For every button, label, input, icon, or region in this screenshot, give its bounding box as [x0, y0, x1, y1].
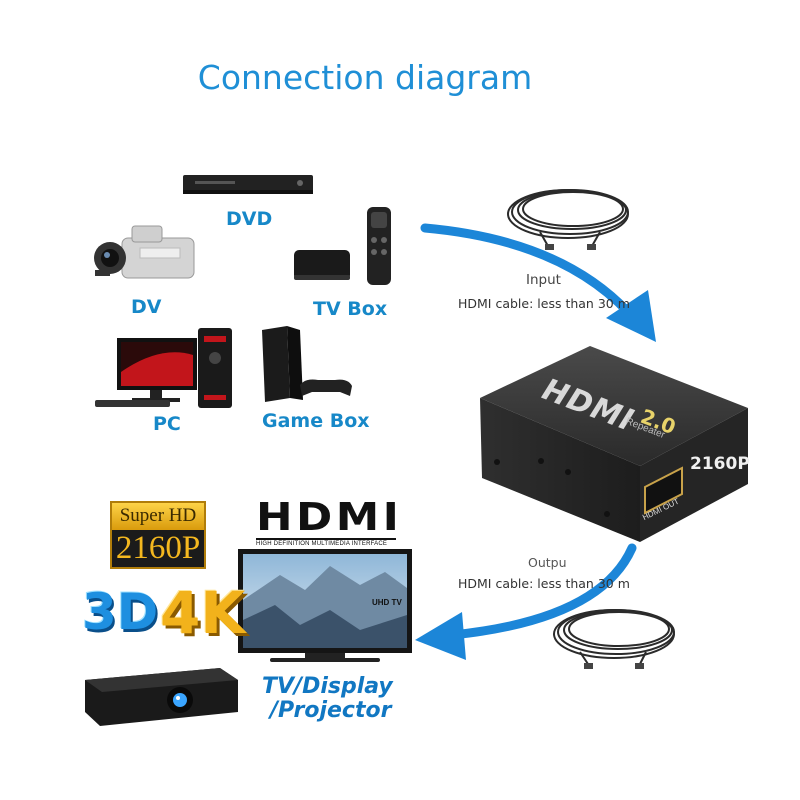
hdmi-logo-word: HDMI: [256, 495, 403, 539]
input-cable-note: HDMI cable: less than 30 m: [458, 296, 630, 311]
hdmi-logo: [256, 538, 396, 540]
projector-icon: [85, 668, 238, 726]
target-label-line1: TV/Display: [262, 674, 393, 699]
output-arrow: [415, 543, 637, 660]
output-cable-note: HDMI cable: less than 30 m: [458, 576, 630, 591]
output-heading: Outpu: [528, 555, 567, 570]
input-arrow: [420, 223, 656, 342]
tv-box-icon: [294, 207, 391, 285]
dvd-player-icon: [183, 175, 313, 194]
target-label-line2: /Projector: [270, 698, 392, 723]
camcorder-icon: [94, 225, 195, 279]
four-k-text: 4K: [160, 579, 246, 647]
super-hd-resolution: 2160P: [115, 530, 201, 566]
source-label-dvd: DVD: [226, 208, 273, 230]
hdmi-logo-tagline: HIGH DEFINITION MULTIMEDIA INTERFACE: [256, 541, 388, 547]
pc-icon: [95, 328, 232, 408]
tv-icon: [238, 549, 412, 662]
super-hd-text: Super HD: [119, 505, 197, 526]
source-label-dv: DV: [131, 296, 162, 318]
source-label-gamebox: Game Box: [262, 410, 370, 432]
input-heading: Input: [526, 272, 561, 288]
game-console-icon: [262, 326, 352, 402]
three-d-text: 3D: [82, 583, 159, 641]
super-hd-badge: [110, 501, 206, 569]
hdmi-cable-input-icon: [507, 189, 629, 250]
source-label-pc: PC: [153, 413, 181, 435]
source-label-tvbox: TV Box: [313, 298, 388, 320]
hdmi-cable-output-icon: [553, 609, 675, 669]
hdmi-repeater-device: [480, 346, 748, 542]
device-resolution: 2160P: [690, 454, 750, 474]
diagram-title: Connection diagram: [197, 58, 533, 97]
tv-screen-text: UHD TV: [372, 598, 402, 607]
